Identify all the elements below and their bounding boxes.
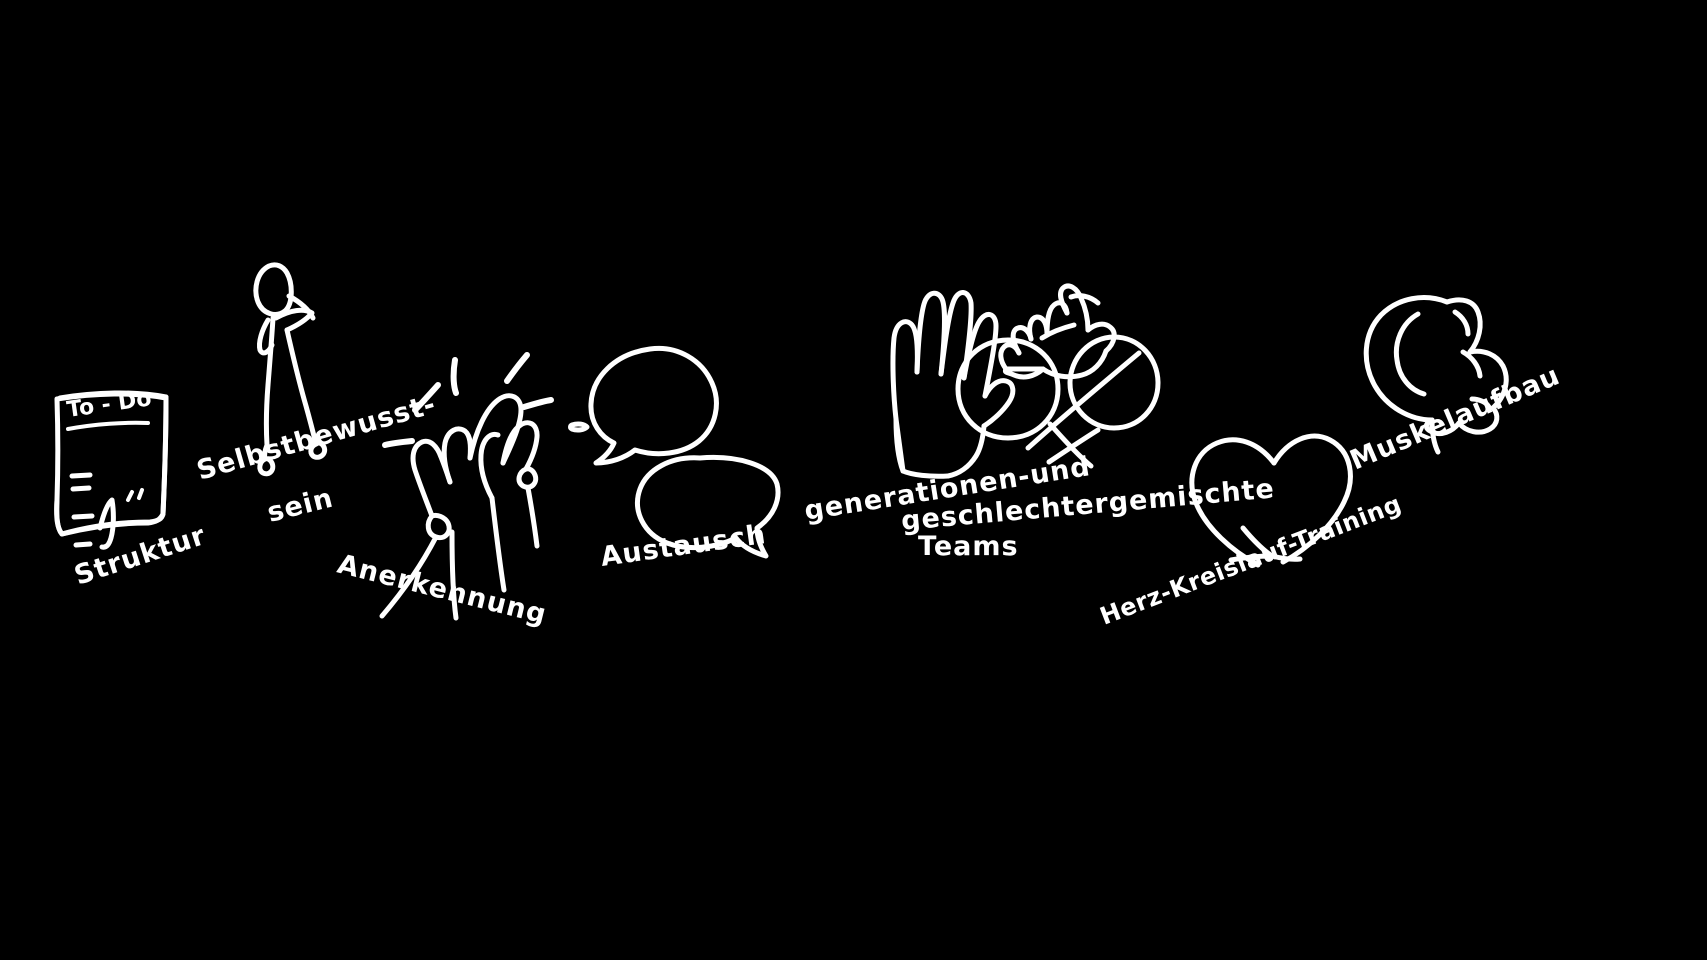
label-muskelaufbau: Muskelaufbau — [1346, 360, 1565, 476]
speech-bubbles-icon — [568, 345, 781, 559]
todo-list-icon — [54, 390, 169, 550]
flexed-bicep-icon — [1363, 295, 1509, 455]
label-austausch: Austausch — [599, 519, 769, 573]
confident-stick-figure-icon — [253, 262, 328, 477]
clapping-hands-icon — [379, 352, 554, 621]
label-selbstbewusstsein-line1: Selbstbewusst- — [193, 389, 439, 487]
label-teams-line3: Teams — [918, 531, 1019, 562]
label-anerkennung: Anerkennung — [334, 549, 550, 631]
todo-heading-text: To - Do — [65, 386, 153, 423]
heart-with-arrow-icon — [1189, 433, 1353, 568]
label-selbstbewusstsein-line2: sein — [264, 483, 336, 529]
hands-and-gender-symbols-icon — [890, 283, 1161, 479]
label-struktur: Struktur — [71, 520, 210, 592]
